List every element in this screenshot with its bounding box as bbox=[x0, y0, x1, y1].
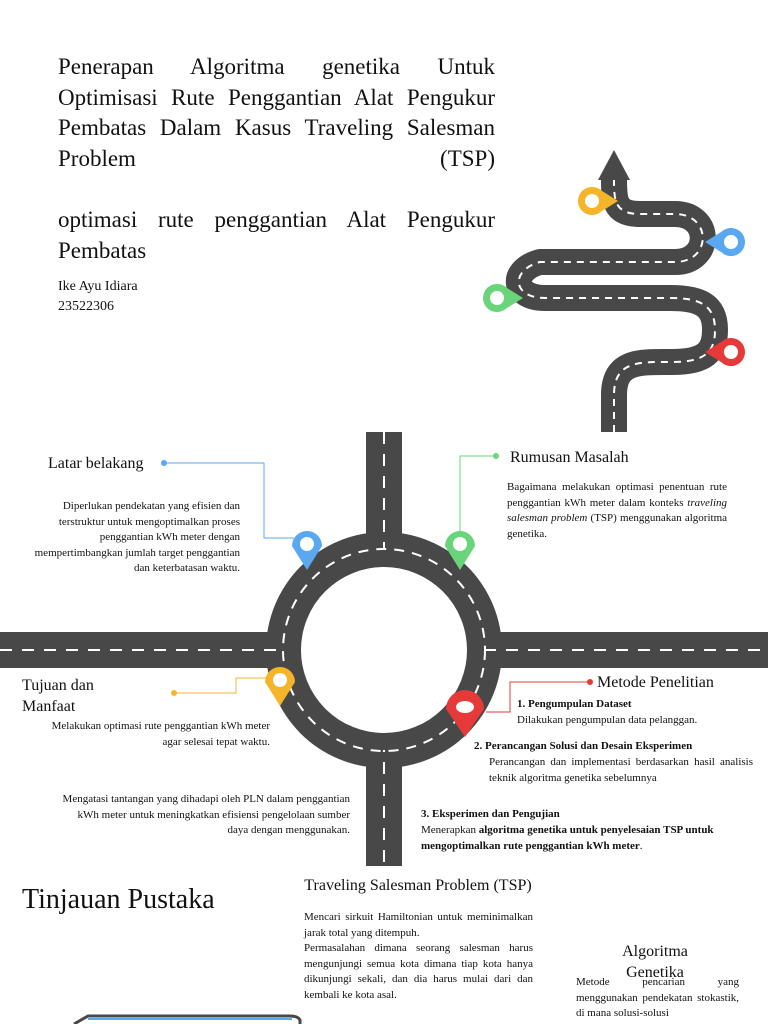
tujuan-body-1: Melakukan optimasi rute penggantian kWh … bbox=[51, 720, 270, 748]
latar-body: Diperlukan pendekatan yang efisien dan t… bbox=[34, 500, 240, 574]
connector-line bbox=[164, 462, 294, 539]
connector-line bbox=[486, 681, 590, 713]
metode-step1-title: 1. Pengumpulan Dataset bbox=[517, 698, 632, 710]
document-title: Penerapan Algoritma genetika Untuk Optim… bbox=[58, 54, 495, 171]
author-id: 23522306 bbox=[58, 299, 114, 314]
winding-road-surface bbox=[505, 177, 728, 432]
tujuan-heading: Tujuan dan Manfaat bbox=[22, 677, 94, 715]
winding-road bbox=[505, 150, 728, 432]
map-pin-icon bbox=[265, 667, 295, 706]
map-pin-icon bbox=[445, 531, 475, 570]
roundabout-center bbox=[299, 565, 469, 735]
tsp-body-2: Permasalahan dimana seorang salesman har… bbox=[304, 942, 533, 1001]
metode-step3-body: Menerapkan algoritma genetika untuk peny… bbox=[421, 824, 714, 852]
metode-heading: Metode Penelitian bbox=[597, 674, 714, 691]
connector-line bbox=[174, 677, 268, 694]
arrow-banner bbox=[73, 1014, 302, 1024]
author-name: Ike Ayu Idiara bbox=[58, 279, 138, 294]
map-pin-icon bbox=[705, 228, 745, 257]
map-pin-icon bbox=[483, 283, 523, 312]
map-pin-icon bbox=[292, 531, 322, 570]
map-pin-icon bbox=[446, 690, 484, 737]
rumusan-body: Bagaimana melakukan optimasi penentuan r… bbox=[507, 481, 728, 540]
latar-heading: Latar belakang bbox=[48, 455, 144, 472]
tujuan-body-2: Mengatasi tantangan yang dihadapi oleh P… bbox=[62, 793, 350, 836]
metode-step2-body: Perancangan dan implementasi berdasarkan… bbox=[489, 756, 753, 784]
metode-step1-body: Dilakukan pengumpulan data pelanggan. bbox=[517, 714, 698, 726]
road-arrow-icon bbox=[598, 150, 630, 180]
ga-heading: Algoritma Genetika bbox=[622, 943, 688, 981]
connector-line bbox=[459, 455, 496, 532]
winding-road-lane bbox=[517, 177, 717, 432]
tsp-heading: Traveling Salesman Problem (TSP) bbox=[304, 877, 532, 894]
map-pin-icon bbox=[578, 186, 618, 215]
metode-step3-title: 3. Eksperimen dan Pengujian bbox=[421, 808, 560, 820]
author-block: Ike Ayu Idiara 23522306 bbox=[58, 277, 138, 317]
tsp-body-1: Mencari sirkuit Hamiltonian untuk memini… bbox=[304, 911, 533, 939]
document-subtitle: optimasi rute penggantian Alat Pengukur … bbox=[58, 207, 495, 263]
map-pin-icon bbox=[705, 338, 745, 367]
ga-body: Metode pencarian yang menggunakan pendek… bbox=[576, 976, 739, 1019]
rumusan-heading: Rumusan Masalah bbox=[510, 449, 629, 466]
metode-step2-title: 2. Perancangan Solusi dan Desain Eksperi… bbox=[474, 740, 693, 752]
tinjauan-heading: Tinjauan Pustaka bbox=[22, 884, 215, 915]
roundabout bbox=[0, 432, 768, 866]
